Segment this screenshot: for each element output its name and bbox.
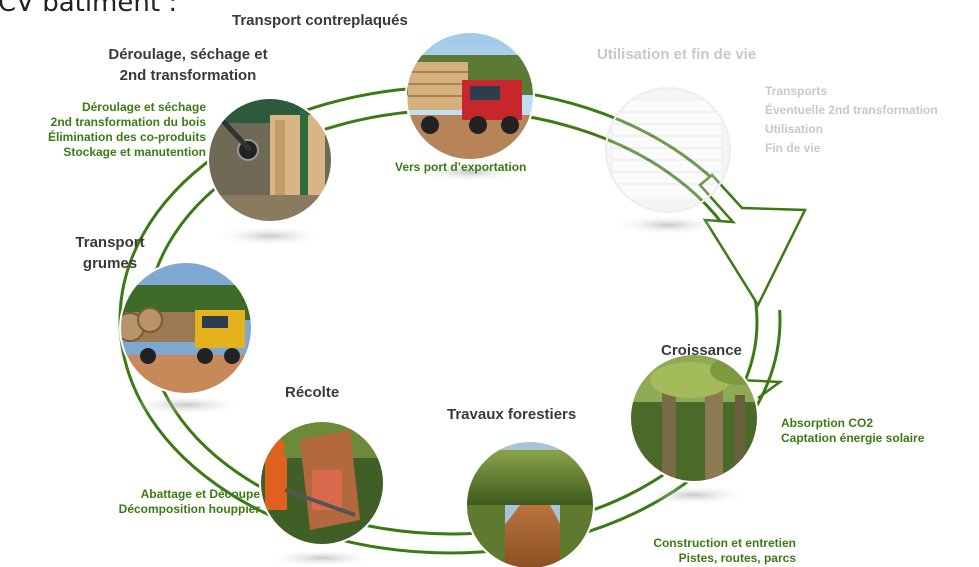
detail-item: Éventuelle 2nd transformation xyxy=(765,103,938,117)
detail-item: 2nd transformation du bois xyxy=(50,115,206,129)
detail-item: Utilisation xyxy=(765,122,824,136)
detail-item: Pistes, routes, parcs xyxy=(678,551,796,565)
stage-title-utilisation: Utilisation et fin de vie xyxy=(597,46,757,63)
stage-details-deroulage: Déroulage et séchage 2nd transformation … xyxy=(10,100,206,160)
detail-item: Captation énergie solaire xyxy=(781,431,925,445)
photo-recolte xyxy=(260,421,384,545)
cycle-arrow-icon xyxy=(698,173,807,308)
photo-transport-contreplaques xyxy=(406,32,534,160)
detail-item: Stockage et manutention xyxy=(63,145,206,159)
stage-title-transport-contreplaques: Transport contreplaqués xyxy=(232,12,408,29)
stage-details-utilisation: Transports Éventuelle 2nd transformation… xyxy=(765,82,938,158)
stage-details-travaux: Construction et entretien Pistes, routes… xyxy=(600,536,796,566)
stage-title-transport-grumes-line1: Transport xyxy=(75,234,145,251)
stage-title-travaux: Travaux forestiers xyxy=(447,406,577,423)
small-arrow-icon xyxy=(739,378,784,400)
stage-title-recolte: Récolte xyxy=(285,384,340,401)
photo-utilisation xyxy=(606,88,730,212)
stage-title-croissance: Croissance xyxy=(661,342,742,359)
detail-item: Décomposition houppier xyxy=(118,502,260,516)
stage-title-deroulage-line2: 2nd transformation xyxy=(119,67,257,84)
detail-item: Élimination des co-produits xyxy=(47,130,206,144)
stage-details-recolte: Abattage et Découpe Décomposition houppi… xyxy=(60,487,260,517)
stage-title-transport-grumes-line2: grumes xyxy=(82,255,138,272)
stage-title-transport-grumes: Transport grumes xyxy=(60,232,160,274)
stage-title-deroulage: Déroulage, séchage et 2nd transformation xyxy=(88,44,288,86)
page-header: CV bâtiment : xyxy=(0,0,178,18)
detail-item: Transports xyxy=(765,84,828,98)
stage-details-croissance: Absorption CO2 Captation énergie solaire xyxy=(781,416,924,446)
photo-deroulage xyxy=(208,98,332,222)
photo-transport-grumes xyxy=(120,262,252,394)
detail-item: Déroulage et séchage xyxy=(81,100,206,114)
stage-detail-transport-contreplaques: Vers port d’exportation xyxy=(395,160,527,174)
detail-item: Construction et entretien xyxy=(653,536,796,550)
stage-title-deroulage-line1: Déroulage, séchage et xyxy=(108,46,268,63)
detail-item: Fin de vie xyxy=(765,141,821,155)
detail-item: Abattage et Découpe xyxy=(140,487,260,501)
detail-item: Absorption CO2 xyxy=(781,416,873,430)
